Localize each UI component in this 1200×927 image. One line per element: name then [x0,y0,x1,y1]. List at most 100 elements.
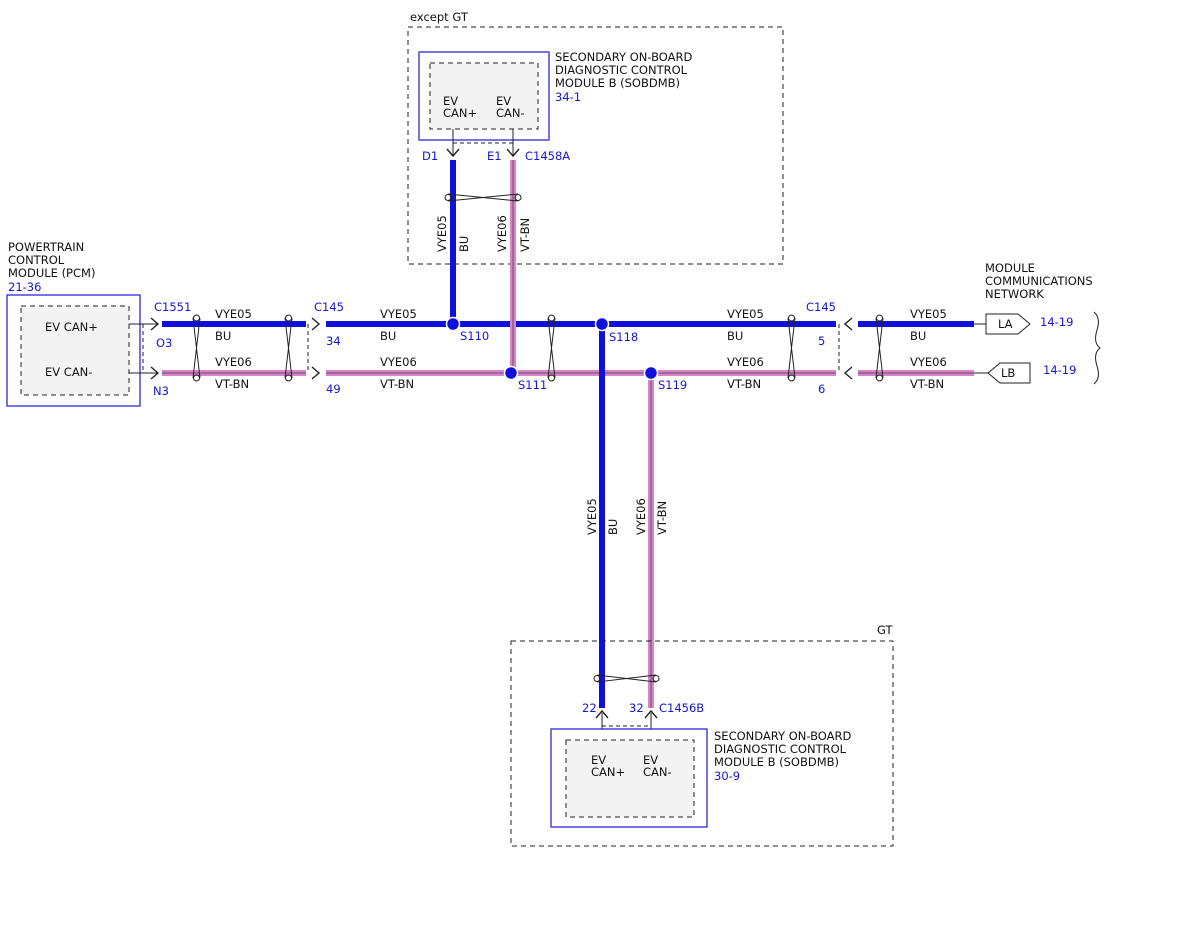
twist-mid-icon [547,317,556,379]
wire-label-bottom-plus-color: BU [606,519,620,535]
twist-bottom-vertical-left-icon [593,675,601,682]
sobdmb-bottom-pin-plus-line2: CAN+ [591,765,625,779]
c145-right-pin-plus: 5 [818,334,825,348]
sobdmb-bottom-cavity-minus: 32 [629,701,644,715]
twist-pre-c145-top-icon [285,314,292,322]
twist-network-icon [875,317,884,379]
splice-s118[interactable] [594,316,610,332]
twist-top-vertical-left-icon [444,194,452,201]
network-lb-flag-icon[interactable] [987,362,1031,384]
pcm-name-line2: CONTROL [8,253,65,267]
pcm-pin-plus-label: EV CAN+ [45,320,98,334]
splice-s119-label: S119 [658,378,687,392]
network-lb-ref[interactable]: 14-19 [1043,363,1076,377]
c145-left-group: C145 34 49 [307,300,344,396]
sobdmb-top-connector[interactable]: C1458A [525,149,570,163]
wire-label-left-plus-circuit: VYE05 [380,307,417,321]
c145-left-label[interactable]: C145 [314,300,344,314]
twist-network-top-icon [876,314,883,322]
wire-label-right-plus-circuit: VYE05 [727,307,764,321]
twist-pre-c145-bottom-icon [285,374,292,382]
splice-s111[interactable] [503,365,519,381]
splice-s110[interactable] [445,316,461,332]
sobdmb-top-pin-minus-line1: EV [496,94,511,108]
wire-label-network-plus-circuit: VYE05 [910,307,947,321]
c145-right-label[interactable]: C145 [806,300,836,314]
pcm-connector[interactable]: C1551 [154,300,191,314]
c145-right-pin-minus: 6 [818,382,825,396]
splice-s110-label: S110 [460,329,489,343]
pcm-ref[interactable]: 21-36 [8,280,41,294]
c145-left-pin-minus: 49 [326,382,341,396]
splice-s111-label: S111 [518,378,547,392]
wire-label-top-plus-circuit: VYE05 [435,215,449,252]
wire-label-left-minus-circuit: VYE06 [380,355,417,369]
sobdmb-top-pin-plus-line2: CAN+ [443,106,477,120]
twist-post-c145-top-icon [788,314,795,322]
twist-bottom-vertical-icon [596,674,657,683]
sobdmb-bottom-name-line3: MODULE B (SOBDMB) [714,755,839,769]
wire-label-network-plus-color: BU [910,329,926,343]
network-name-line3: NETWORK [985,287,1044,301]
gt-region [510,640,894,847]
wire-label-pcm-plus-circuit: VYE05 [215,307,252,321]
twist-top-vertical-right-icon [514,194,522,201]
sobdmb-bottom-ref[interactable]: 30-9 [714,769,740,783]
splice-s119[interactable] [643,365,659,381]
sobdmb-top-name-line1: SECONDARY ON-BOARD [555,50,692,64]
wire-label-bottom-plus-circuit: VYE05 [585,498,599,535]
pcm-group: POWERTRAIN CONTROL MODULE (PCM) 21-36 EV… [6,240,191,407]
sobdmb-bottom-name-line1: SECONDARY ON-BOARD [714,729,851,743]
twist-pre-c145-icon [284,317,293,379]
twist-network-bottom-icon [876,374,883,382]
pcm-arrow-minus-icon [150,366,160,380]
network-name-line1: MODULE [985,261,1035,275]
pcm-name-line3: MODULE (PCM) [8,266,95,280]
sobdmb-top-cavity-minus: E1 [487,149,502,163]
horizontal-wires [162,321,974,376]
sobdmb-bottom-group: GT 22 32 C1456B EV CAN+ EV CAN- SECONDAR… [510,623,894,847]
twist-top-vertical-icon [447,193,519,202]
sobdmb-bottom-body [565,739,695,818]
wire-label-right-plus-color: BU [727,329,743,343]
sobdmb-bottom-pin-plus-line1: EV [591,753,606,767]
twist-post-c145-bottom-icon [788,374,795,382]
sobdmb-bottom-connector[interactable]: C1456B [659,701,704,715]
vertical-wire-labels: VYE05 BU VYE06 VT-BN VYE05 BU VYE06 VT-B… [435,215,669,535]
wire-label-pcm-minus-color: VT-BN [215,377,249,391]
sobdmb-bottom-pin-minus-line2: CAN- [643,765,672,779]
network-la-ref[interactable]: 14-19 [1040,315,1073,329]
c145-left-arrow-plus-icon [311,317,321,331]
twist-symbols [192,193,884,683]
pcm-cavity-plus: O3 [156,336,172,350]
wire-label-pcm-minus-circuit: VYE06 [215,355,252,369]
c145-right-arrow-plus-icon [843,317,853,331]
sobdmb-bottom-arrow-minus-icon [644,709,658,719]
c145-left-arrow-minus-icon [311,366,321,380]
network-lb-label: LB [1001,366,1015,380]
splice-s118-label: S118 [609,330,638,344]
sobdmb-top-name-line3: MODULE B (SOBDMB) [555,76,680,90]
wire-label-network-minus-circuit: VYE06 [910,355,947,369]
sobdmb-bottom-name-line2: DIAGNOSTIC CONTROL [714,742,847,756]
network-brace-icon [1093,311,1101,385]
sobdmb-top-body [429,62,539,130]
wire-label-top-minus-color: VT-BN [518,218,532,252]
sobdmb-top-group: except GT EV CAN+ EV CAN- SECONDARY ON-B… [407,10,784,265]
sobdmb-top-ref[interactable]: 34-1 [555,90,581,104]
c145-left-pin-plus: 34 [326,334,341,348]
network-la-label: LA [998,317,1013,331]
twist-mid-bottom-icon [548,374,555,382]
wire-label-left-minus-color: VT-BN [380,377,414,391]
network-name-line2: COMMUNICATIONS [985,274,1093,288]
wire-label-top-plus-color: BU [457,236,471,252]
wire-label-network-minus-color: VT-BN [910,377,944,391]
wire-label-left-plus-color: BU [380,329,396,343]
wire-label-pcm-plus-color: BU [215,329,231,343]
pcm-arrow-plus-icon [150,317,160,331]
c145-right-arrow-minus-icon [843,366,853,380]
c145-right-group: C145 5 6 [806,300,853,396]
twist-mid-top-icon [548,314,555,322]
network-la-flag-icon[interactable] [985,313,1031,335]
